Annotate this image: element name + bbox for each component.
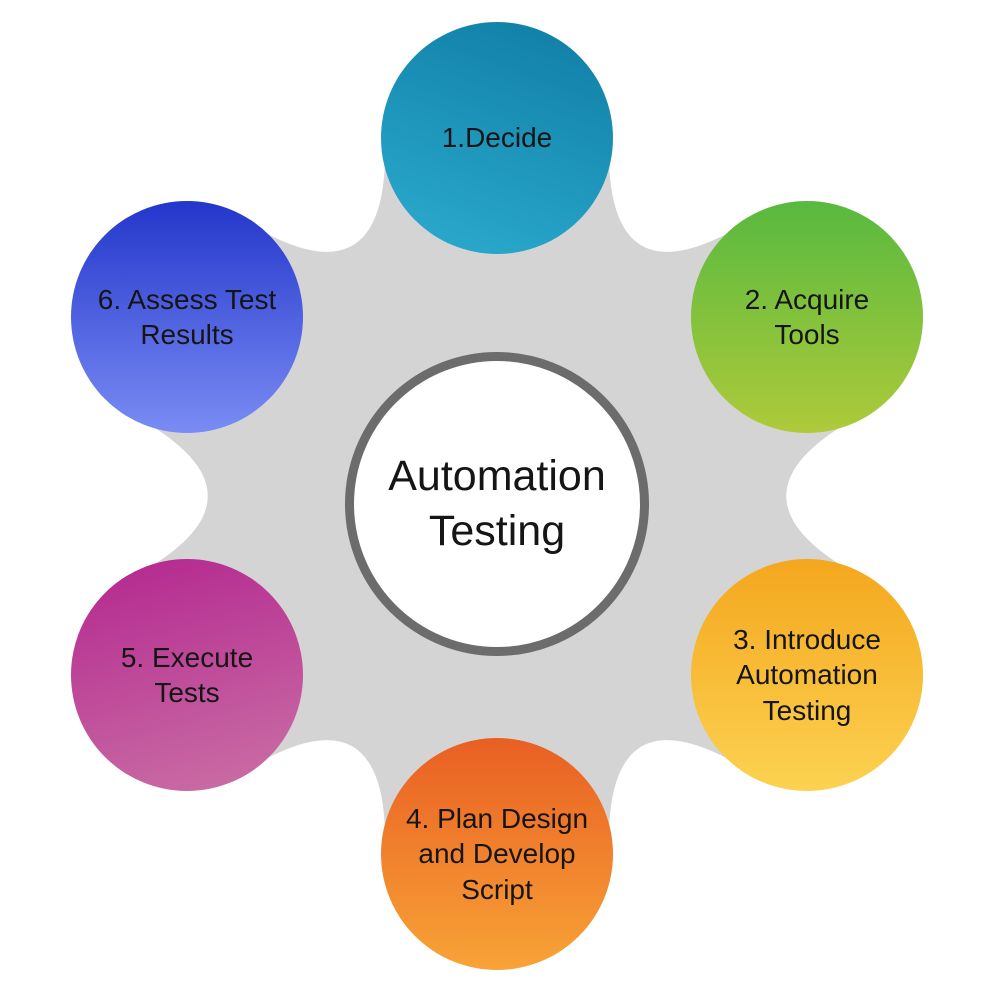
hub-circle: Automation Testing: [345, 352, 649, 656]
step-label-execute-tests: 5. Execute Tests: [120, 641, 254, 708]
step-label-plan-design-develop-script: 4. Plan Design and Develop Script: [405, 803, 589, 905]
step-circle-assess-test-results: 6. Assess Test Results: [71, 201, 303, 433]
step-label-acquire-tools: 2. Acquire Tools: [744, 283, 870, 350]
step-label-assess-test-results: 6. Assess Test Results: [97, 283, 277, 350]
step-circle-acquire-tools: 2. Acquire Tools: [691, 201, 923, 433]
step-label-decide: 1.Decide: [441, 122, 553, 154]
step-circle-introduce-automation-testing: 3. Introduce Automation Testing: [691, 559, 923, 791]
step-circle-plan-design-develop-script: 4. Plan Design and Develop Script: [381, 738, 613, 970]
step-circle-execute-tests: 5. Execute Tests: [71, 559, 303, 791]
step-circle-decide: 1.Decide: [381, 22, 613, 254]
hub-label: Automation Testing: [388, 452, 606, 555]
step-label-introduce-automation-testing: 3. Introduce Automation Testing: [733, 624, 881, 726]
